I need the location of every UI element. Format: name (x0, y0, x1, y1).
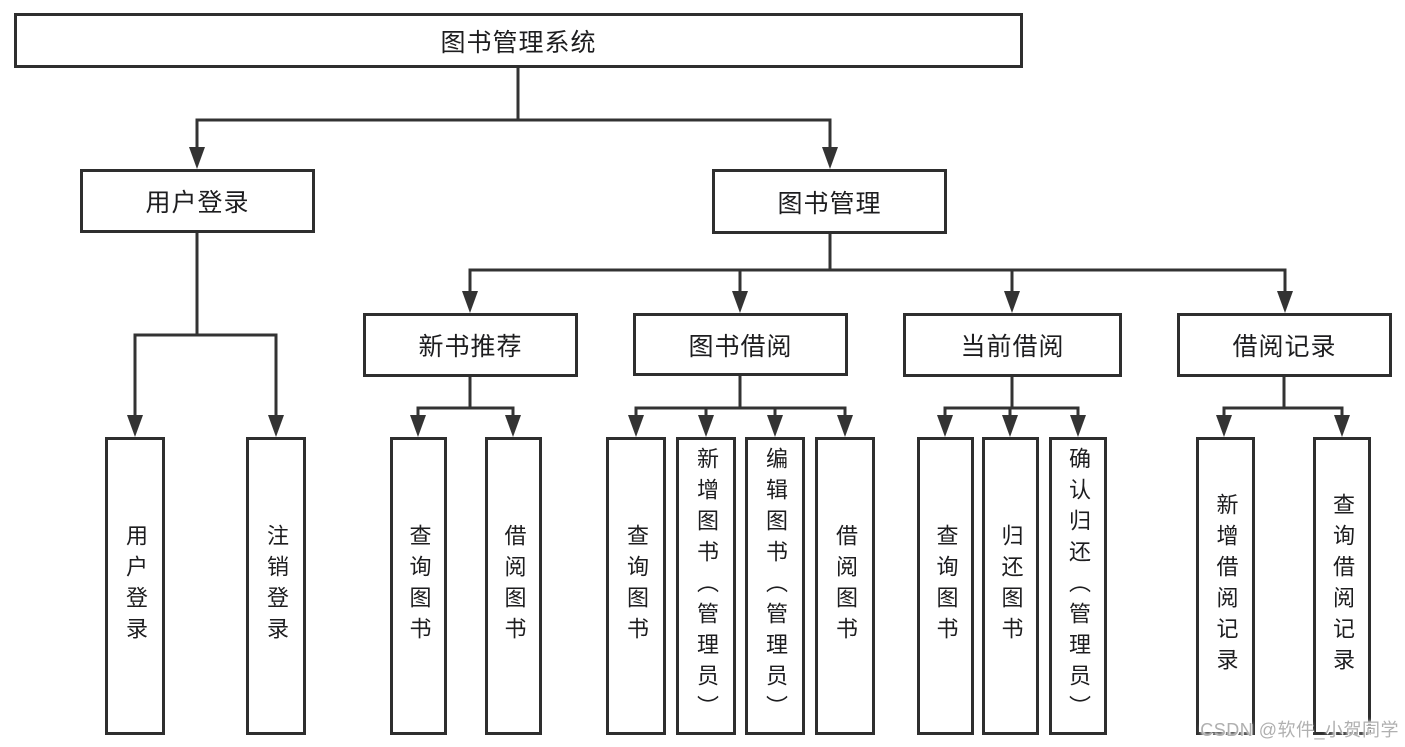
leaf-confirm-return-admin: 确认归还（管理员） (1049, 437, 1107, 735)
leaf-borrow-books: 借阅图书 (815, 437, 875, 735)
node-borrow-records: 借阅记录 (1177, 313, 1392, 377)
node-current-borrow-label: 当前借阅 (960, 333, 1065, 361)
leaf-user-login: 用户登录 (105, 437, 165, 735)
leaf-query-books-current-label: 查询图书 (933, 524, 959, 648)
leaf-query-borrow-record: 查询借阅记录 (1313, 437, 1371, 735)
leaf-query-books-recommend-label: 查询图书 (406, 524, 432, 648)
node-borrow-records-label: 借阅记录 (1232, 333, 1337, 361)
leaf-add-borrow-record: 新增借阅记录 (1196, 437, 1255, 735)
leaf-add-books-admin: 新增图书（管理员） (676, 437, 736, 735)
leaf-query-books-current: 查询图书 (917, 437, 974, 735)
leaf-borrow-books-label: 借阅图书 (833, 524, 858, 648)
csdn-watermark: CSDN @软件_小贺同学 (1200, 720, 1399, 740)
node-library-management-system: 图书管理系统 (14, 13, 1023, 68)
leaf-edit-books-admin: 编辑图书（管理员） (745, 437, 805, 735)
leaf-edit-books-admin-label: 编辑图书（管理员） (763, 446, 788, 726)
leaf-borrow-books-recommend-label: 借阅图书 (501, 524, 527, 648)
node-book-borrow: 图书借阅 (633, 313, 848, 376)
node-new-book-recommend-label: 新书推荐 (418, 333, 523, 361)
leaf-user-login-label: 用户登录 (123, 524, 148, 648)
node-book-management: 图书管理 (712, 169, 947, 234)
leaf-logout-login: 注销登录 (246, 437, 306, 735)
leaf-logout-login-label: 注销登录 (264, 524, 289, 648)
leaf-add-borrow-record-label: 新增借阅记录 (1213, 493, 1239, 679)
leaf-query-borrow-record-label: 查询借阅记录 (1330, 493, 1355, 679)
node-new-book-recommend: 新书推荐 (363, 313, 578, 377)
leaf-add-books-admin-label: 新增图书（管理员） (694, 446, 719, 726)
leaf-return-books-label: 归还图书 (998, 524, 1024, 648)
leaf-return-books: 归还图书 (982, 437, 1039, 735)
leaf-query-books-borrow-label: 查询图书 (624, 524, 649, 648)
node-book-borrow-label: 图书借阅 (688, 332, 793, 361)
node-book-management-label: 图书管理 (777, 189, 882, 218)
node-user-login: 用户登录 (80, 169, 315, 233)
node-library-management-system-label: 图书管理系统 (440, 28, 597, 57)
node-user-login-label: 用户登录 (145, 189, 250, 217)
leaf-confirm-return-admin-label: 确认归还（管理员） (1066, 446, 1091, 726)
leaf-borrow-books-recommend: 借阅图书 (485, 437, 542, 735)
leaf-query-books-recommend: 查询图书 (390, 437, 447, 735)
leaf-query-books-borrow: 查询图书 (606, 437, 666, 735)
node-current-borrow: 当前借阅 (903, 313, 1122, 377)
